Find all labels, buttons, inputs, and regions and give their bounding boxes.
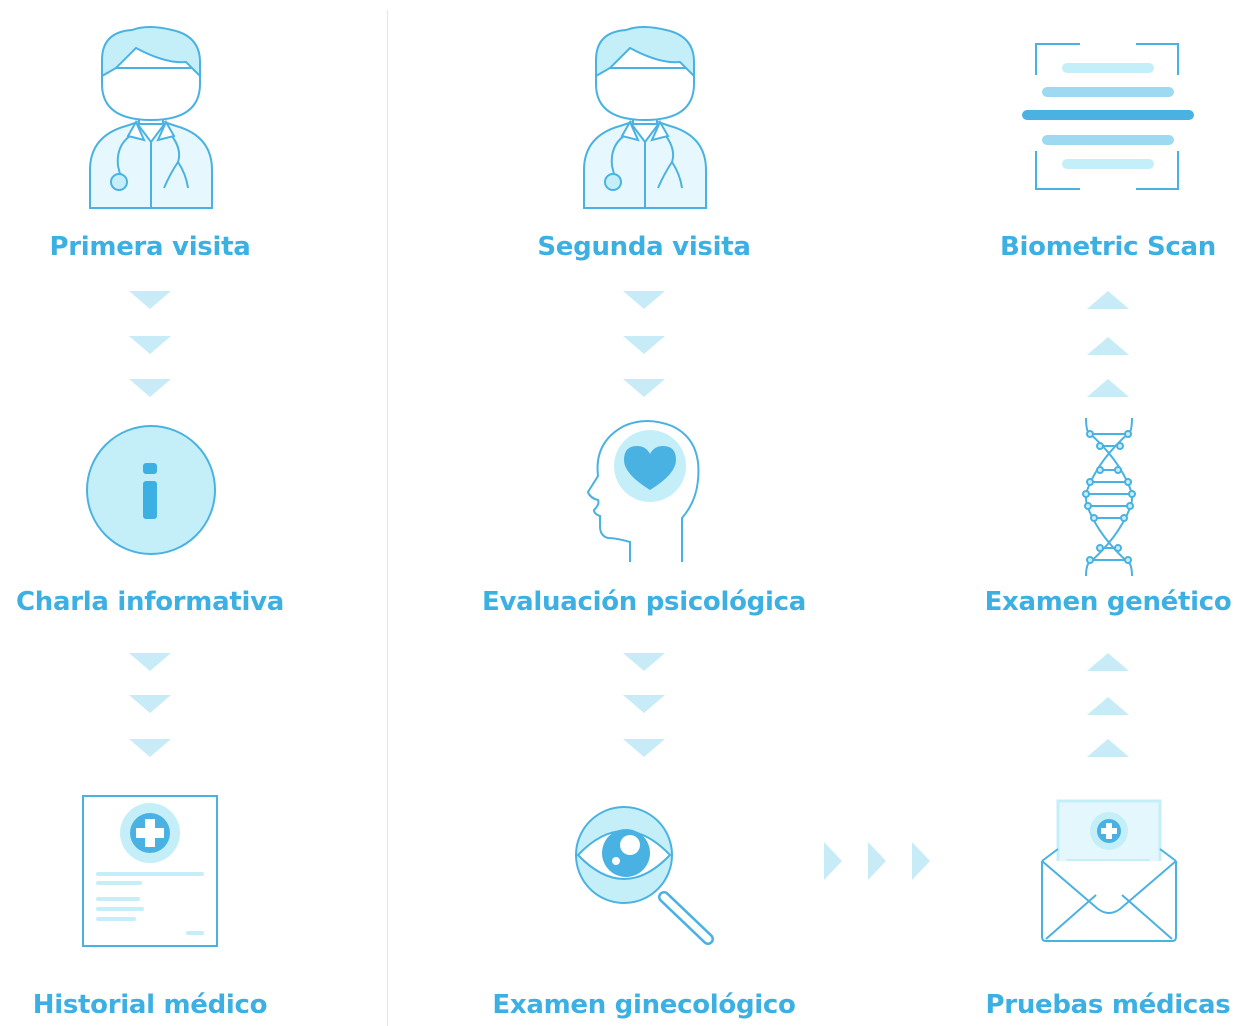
step-label-historial-medico: Historial médico — [32, 990, 268, 1020]
head-heart-icon — [586, 420, 700, 562]
step-label-segunda-visita: Segunda visita — [537, 232, 751, 262]
column-divider — [387, 10, 388, 1026]
arrow-up-icon — [1087, 291, 1129, 397]
arrow-down-icon — [129, 653, 171, 757]
scan-icon — [1022, 43, 1194, 190]
step-label-examen-ginecologico: Examen ginecológico — [492, 990, 796, 1020]
arrow-right-icon — [824, 842, 930, 880]
arrow-down-icon — [129, 291, 171, 397]
doctor-icon — [89, 26, 213, 209]
doctor-icon — [583, 26, 707, 209]
info-icon — [86, 425, 216, 555]
arrow-up-icon — [1087, 653, 1129, 757]
medical-record-icon — [82, 795, 218, 947]
step-label-evaluacion-psicologica: Evaluación psicológica — [482, 587, 806, 617]
step-label-pruebas-medicas: Pruebas médicas — [985, 990, 1231, 1020]
magnifier-eye-icon — [575, 806, 714, 945]
arrow-down-icon — [623, 653, 665, 757]
step-label-biometric-scan: Biometric Scan — [1000, 232, 1216, 262]
arrow-down-icon — [623, 291, 665, 397]
envelope-report-icon — [1041, 799, 1177, 942]
step-label-primera-visita: Primera visita — [49, 232, 251, 262]
step-label-examen-genetico: Examen genético — [984, 587, 1232, 617]
dna-icon — [1082, 418, 1136, 576]
step-label-charla-informativa: Charla informativa — [16, 587, 284, 617]
